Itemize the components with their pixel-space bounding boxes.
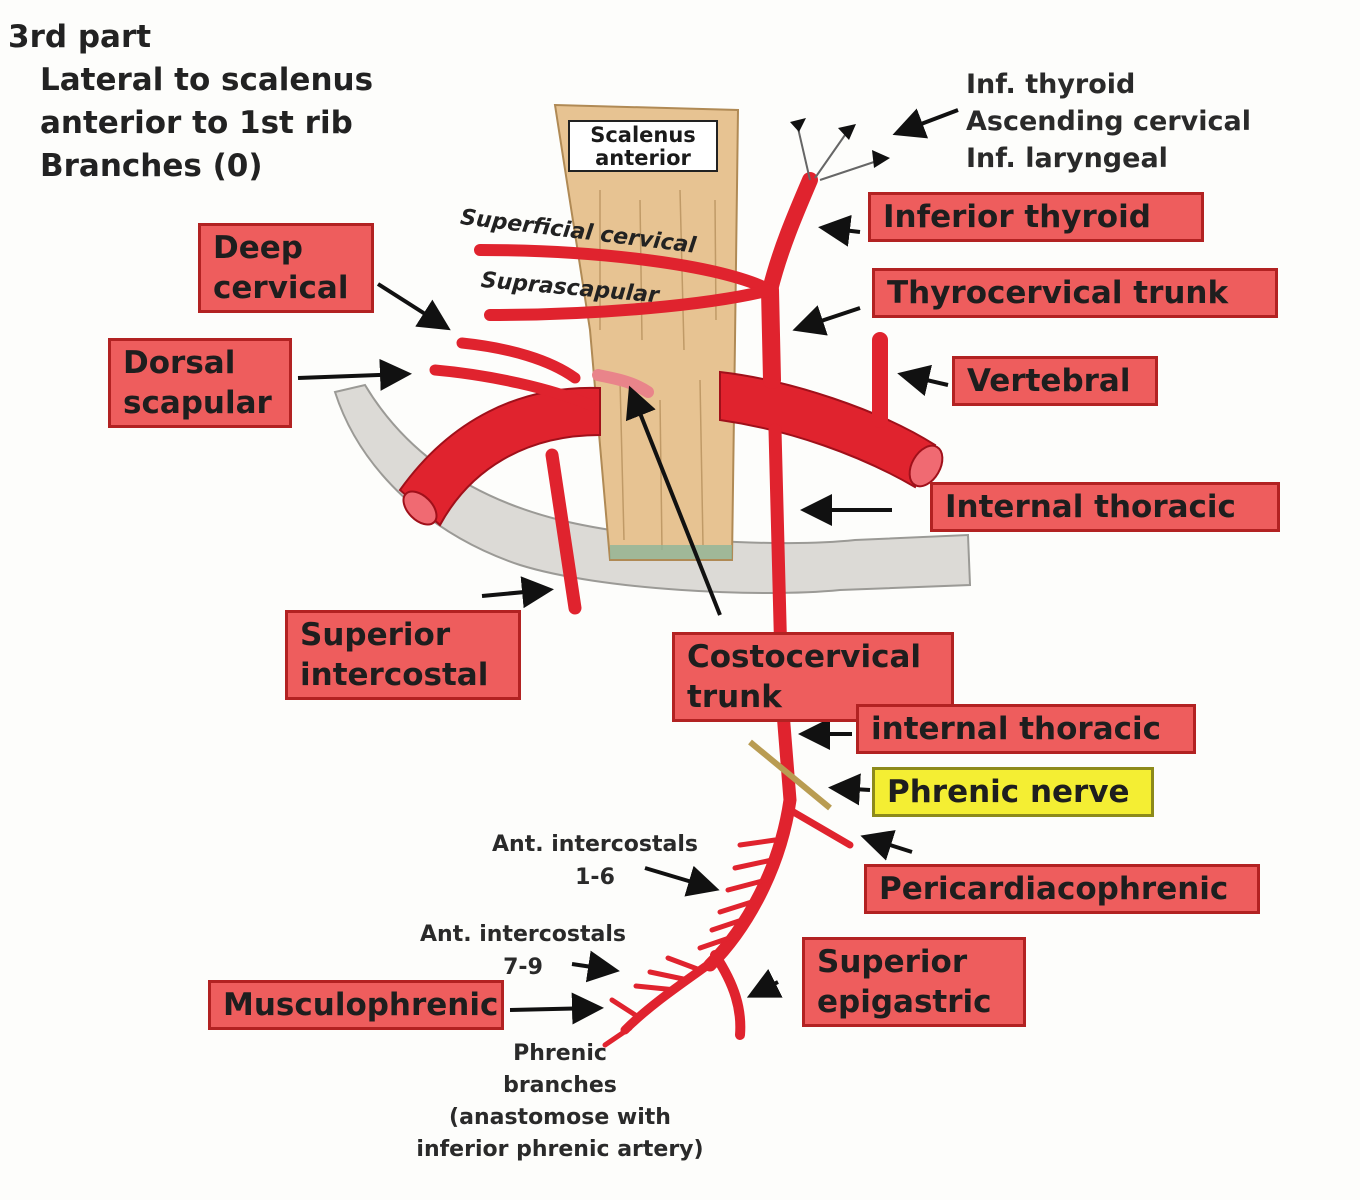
- label-superior-epigastric: Superior epigastric: [802, 937, 1026, 1027]
- superior-intercostal-line-2: intercostal: [300, 657, 489, 693]
- superior-intercostal-line-1: Superior: [300, 617, 451, 653]
- anterior-intercostal-1-6: [697, 837, 778, 951]
- pericardiacophrenic-artery: [786, 806, 854, 849]
- subclavian-artery-right: [719, 370, 937, 489]
- arrow-deep-cervical: [376, 282, 451, 331]
- superior-intercostal-artery: [545, 448, 582, 615]
- label-superior-intercostal: Superior intercostal: [285, 610, 521, 700]
- arrow-ant-intercostals-1-6: [644, 865, 720, 897]
- note-thyroid-branches-3: Inf. laryngeal: [966, 143, 1168, 174]
- label-deep-cervical: Deep cervical: [198, 223, 374, 313]
- inferior-thyroid-artery: [762, 172, 818, 298]
- anterior-intercostal-7-9: [633, 955, 703, 993]
- arrow-costocervical: [625, 385, 722, 616]
- note-ant-ic-1-6-a: Ant. intercostals: [492, 832, 698, 857]
- header-line-3: anterior to 1st rib: [40, 105, 353, 141]
- note-thyroid-branches-2: Ascending cervical: [966, 106, 1252, 137]
- label-dorsal-scapular: Dorsal scapular: [108, 338, 292, 428]
- dorsal-scapular-line-1: Dorsal: [123, 345, 236, 381]
- first-rib: [333, 383, 972, 594]
- deep-cervical-artery: [456, 337, 581, 384]
- label-internal-thoracic-lower: internal thoracic: [856, 704, 1196, 754]
- arrow-pericardiacophrenic: [860, 830, 913, 861]
- superficial-cervical-artery: [474, 244, 776, 296]
- deep-cervical-line-2: cervical: [213, 270, 349, 306]
- note-ant-intercostals-1-6: Ant. intercostals 1-6: [470, 828, 720, 894]
- note-phrenic-3: (anastomose with: [449, 1105, 671, 1130]
- header-line-2: Lateral to scalenus: [40, 62, 374, 98]
- arrow-thyrocervical-trunk: [792, 305, 861, 336]
- header-text: 3rd part Lateral to scalenus anterior to…: [8, 16, 373, 188]
- note-thyroid-branches-1: Inf. thyroid: [966, 69, 1136, 100]
- scalenus-line-1: Scalenus: [590, 123, 696, 147]
- note-ant-ic-1-6-b: 1-6: [575, 865, 615, 890]
- label-thyrocervical-trunk: Thyrocervical trunk: [872, 268, 1278, 318]
- costocervical-line-1: Costocervical: [687, 639, 922, 675]
- arrow-thyroid-branches: [892, 108, 959, 139]
- arrow-phrenic-nerve: [828, 773, 871, 806]
- phrenic-nerve: [748, 739, 832, 811]
- note-ant-intercostals-7-9: Ant. intercostals 7-9: [398, 918, 648, 984]
- dorsal-scapular-artery: [429, 364, 596, 411]
- note-phrenic-branches: Phrenic branches (anastomose with inferi…: [382, 1038, 738, 1166]
- header-line-4: Branches (0): [40, 148, 263, 184]
- note-phrenic-4: inferior phrenic artery): [416, 1137, 704, 1162]
- scalenus-line-2: anterior: [595, 146, 691, 170]
- label-vertebral: Vertebral: [952, 356, 1158, 406]
- arrow-dorsal-scapular: [297, 358, 412, 391]
- arrow-inferior-thyroid: [818, 214, 861, 247]
- subclavian-artery-left: [398, 386, 601, 527]
- label-musculophrenic: Musculophrenic: [208, 980, 504, 1030]
- costocervical-line-2: trunk: [687, 679, 782, 715]
- deep-cervical-line-1: Deep: [213, 230, 303, 266]
- label-internal-thoracic: Internal thoracic: [930, 482, 1280, 532]
- phrenic-branches: [602, 997, 643, 1048]
- note-ant-ic-7-9-a: Ant. intercostals: [420, 922, 626, 947]
- arrowhead-branch-3: [872, 150, 890, 168]
- arrow-superior-epigastric: [746, 968, 783, 998]
- arrow-ant-intercostals-7-9: [571, 950, 620, 983]
- arrowhead-branch-2: [838, 124, 856, 140]
- label-pericardiacophrenic: Pericardiacophrenic: [864, 864, 1260, 914]
- arrow-superior-intercostal: [481, 576, 554, 609]
- note-phrenic-2: branches: [503, 1073, 617, 1098]
- superior-epigastric-line-2: epigastric: [817, 984, 992, 1020]
- note-thyroid-branches: Inf. thyroid Ascending cervical Inf. lar…: [966, 66, 1251, 177]
- arrow-musculophrenic: [509, 992, 604, 1025]
- dorsal-scapular-line-2: scapular: [123, 385, 272, 421]
- superior-epigastric-artery: [710, 950, 746, 1040]
- label-scalenus-anterior: Scalenus anterior: [568, 120, 718, 172]
- thyrocervical-trunk: [761, 281, 781, 389]
- suprascapular-artery: [484, 284, 776, 321]
- arrowhead-branch-1: [790, 118, 806, 132]
- header-line-1: 3rd part: [8, 19, 152, 55]
- superior-epigastric-line-1: Superior: [817, 944, 968, 980]
- label-inferior-thyroid: Inferior thyroid: [868, 192, 1204, 242]
- note-phrenic-1: Phrenic: [513, 1041, 607, 1066]
- scalenus-anterior-muscle: [553, 103, 740, 561]
- internal-thoracic-artery: [703, 423, 797, 972]
- note-ant-ic-7-9-b: 7-9: [503, 955, 543, 980]
- arrow-vertebral: [897, 364, 949, 397]
- label-phrenic-nerve: Phrenic nerve: [872, 767, 1154, 817]
